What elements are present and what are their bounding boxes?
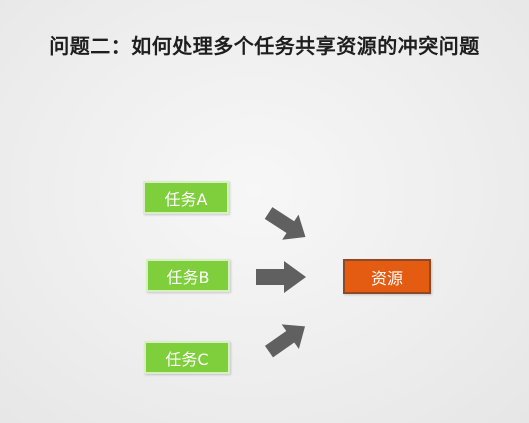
resource-label: 资源 (370, 268, 403, 288)
task-a-label: 任务A (164, 189, 208, 209)
task-a-box: 任务A (143, 181, 229, 214)
task-c-label: 任务C (165, 349, 209, 369)
task-b-box: 任务B (146, 259, 230, 292)
arrow-task-a-icon (264, 207, 306, 240)
arrow-task-c-icon (264, 324, 306, 358)
resource-box: 资源 (343, 259, 431, 294)
arrow-task-b-icon (256, 261, 306, 293)
task-c-box: 任务C (144, 341, 230, 374)
slide-title: 问题二：如何处理多个任务共享资源的冲突问题 (49, 34, 480, 58)
task-b-label: 任务B (166, 267, 210, 287)
